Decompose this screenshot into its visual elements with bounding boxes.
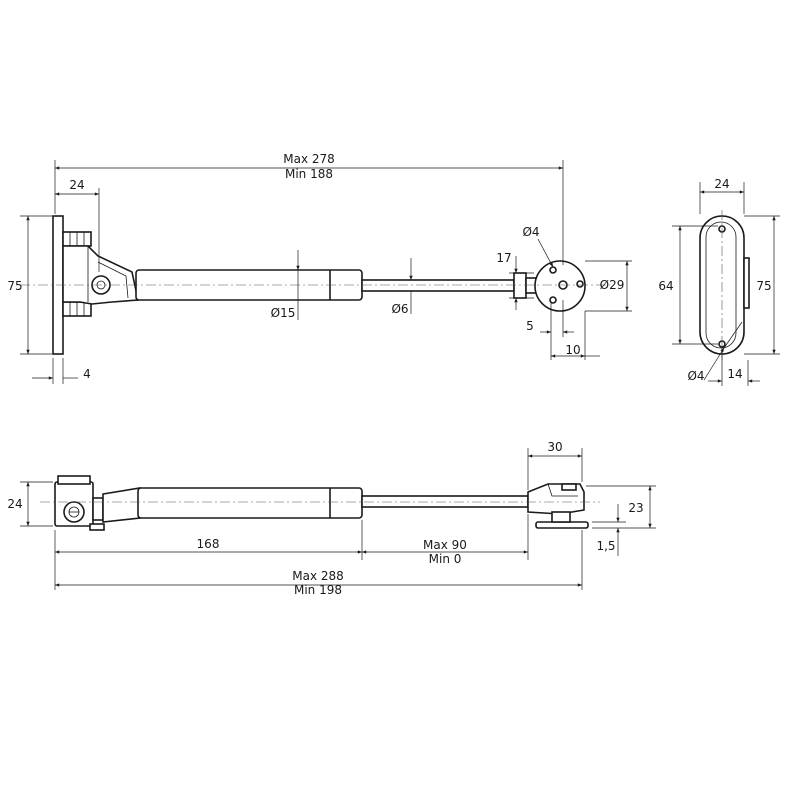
end-plate-lug xyxy=(743,257,750,309)
side-view: 24 168 Max 90 Min 0 Max 288 Min 198 30 2… xyxy=(7,440,656,597)
side-base-plate xyxy=(535,521,589,529)
end-offset-a-label: 5 xyxy=(526,319,534,333)
side-length-max-label: Max 288 xyxy=(292,569,344,583)
side-length-min-label: Min 198 xyxy=(294,583,342,597)
end-height-label: 17 xyxy=(496,251,511,265)
stroke-max-label: Max 90 xyxy=(423,538,467,552)
stroke-min-label: Min 0 xyxy=(429,552,462,566)
side-rod-head xyxy=(527,483,585,515)
end-offset-b-label: 10 xyxy=(565,343,580,357)
side-height-label: 24 xyxy=(7,497,22,511)
side-piston-rod xyxy=(361,495,529,508)
end-hole-diameter-label: Ø4 xyxy=(687,369,704,383)
end-inner-height-label: 64 xyxy=(658,279,673,293)
side-cylinder xyxy=(137,487,363,519)
rod-diameter-label: Ø6 xyxy=(391,302,408,316)
bracket-body xyxy=(62,245,139,305)
length-max-label: Max 278 xyxy=(283,152,335,166)
head-width-label: 30 xyxy=(547,440,562,454)
cylinder-length-label: 168 xyxy=(197,537,220,551)
cylinder-diameter-label: Ø15 xyxy=(271,306,296,320)
piston-rod xyxy=(361,279,515,292)
side-bracket-joint xyxy=(102,487,141,523)
end-outer-height-label: 75 xyxy=(756,279,771,293)
bracket-offset-label: 24 xyxy=(69,178,84,192)
height-label: 75 xyxy=(7,279,22,293)
end-hole-offset-label: 14 xyxy=(727,367,742,381)
lower-screw xyxy=(62,301,92,317)
end-view: 24 64 75 Ø4 14 xyxy=(658,177,780,386)
mount-diameter-label: Ø29 xyxy=(600,278,625,292)
top-view: Max 278 Min 188 24 75 4 Ø15 Ø6 Ø4 Ø29 17 xyxy=(7,152,632,384)
upper-screw xyxy=(62,231,92,247)
plate-thickness-label: 4 xyxy=(83,367,91,381)
rod-end-fitting xyxy=(513,272,527,299)
hole-diameter-label: Ø4 xyxy=(522,225,539,239)
plate-thickness-side-label: 1,5 xyxy=(596,539,615,553)
length-min-label: Min 188 xyxy=(285,167,333,181)
head-height-label: 23 xyxy=(628,501,643,515)
end-width-label: 24 xyxy=(714,177,729,191)
